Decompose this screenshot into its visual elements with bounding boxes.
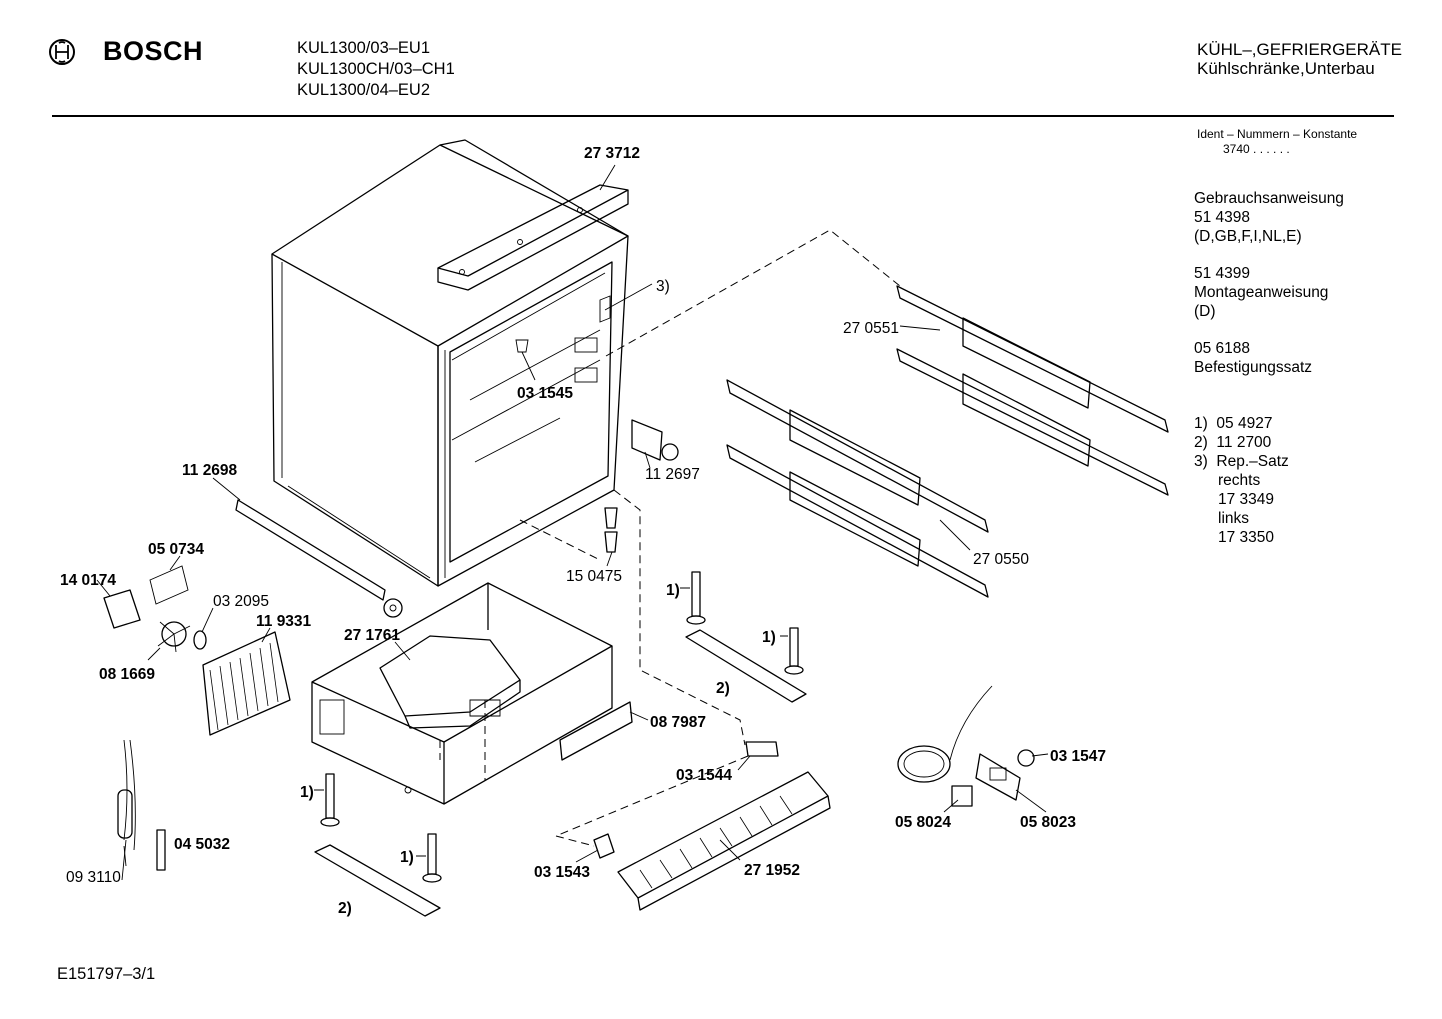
note-reference-label: 2) bbox=[716, 680, 730, 697]
mounting-languages: (D) bbox=[1194, 303, 1216, 320]
part-number-label: 14 0174 bbox=[60, 572, 116, 589]
part-number-label: 27 0551 bbox=[843, 320, 899, 337]
part-number-label: 27 3712 bbox=[584, 145, 640, 162]
part-number-label: 03 1547 bbox=[1050, 748, 1106, 765]
ident-value: 3740 . . . . . . bbox=[1223, 142, 1290, 156]
foot-screws-right bbox=[685, 571, 807, 703]
mounting-number: 51 4399 bbox=[1194, 265, 1251, 282]
note-row: 2) 11 2700 bbox=[1194, 433, 1289, 452]
part-number-label: 27 1952 bbox=[744, 862, 800, 879]
note-value: 05 4927 bbox=[1216, 415, 1273, 432]
note-reference-label: 2) bbox=[338, 900, 352, 917]
rep-set-side: links bbox=[1218, 510, 1250, 527]
header-divider bbox=[52, 115, 1394, 117]
plinth-grille bbox=[593, 741, 831, 911]
ident-label: Ident – Nummern – Konstante bbox=[1197, 127, 1358, 141]
note-key: 1) bbox=[1194, 415, 1208, 432]
mounting-block: 51 4399 Montageanweisung (D) bbox=[1194, 264, 1328, 321]
category-subtitle: Kühlschränke,Unterbau bbox=[1197, 59, 1375, 78]
crisper-tray bbox=[379, 635, 521, 729]
thermostat-sensor bbox=[117, 739, 166, 881]
part-number-label: 11 9331 bbox=[256, 613, 312, 630]
model-number: KUL1300/04–EU2 bbox=[297, 81, 431, 99]
notes-block: 1) 05 4927 2) 11 2700 3) Rep.–Satz recht… bbox=[1194, 414, 1289, 547]
manual-block: Gebrauchsanweisung 51 4398 (D,GB,F,I,NL,… bbox=[1194, 189, 1344, 246]
note-reference-label: 1) bbox=[300, 784, 314, 801]
category-block: KÜHL–,GEFRIERGERÄTE Kühlschränke,Unterba… bbox=[1197, 40, 1402, 78]
part-number-label: 11 2698 bbox=[182, 462, 238, 479]
part-number-label: 08 7987 bbox=[650, 714, 706, 731]
part-number-label: 05 0734 bbox=[148, 541, 204, 558]
note-key: 3) bbox=[1194, 453, 1208, 470]
fixing-number: 05 6188 bbox=[1194, 340, 1251, 357]
rep-set-number: 17 3350 bbox=[1218, 529, 1275, 546]
door-rails bbox=[726, 285, 1169, 598]
note-row: 1) 05 4927 bbox=[1194, 414, 1289, 433]
manual-number: 51 4398 bbox=[1194, 209, 1251, 226]
note-reference-label: 1) bbox=[666, 582, 680, 599]
part-number-label: 27 1761 bbox=[344, 627, 400, 644]
part-number-label: 03 1544 bbox=[676, 767, 732, 784]
top-bracket bbox=[437, 184, 629, 291]
rep-set-number: 17 3349 bbox=[1218, 491, 1275, 508]
bosch-logo-icon bbox=[49, 39, 75, 65]
note-row: 3) Rep.–Satz bbox=[1194, 452, 1289, 471]
feet-pins bbox=[604, 507, 618, 553]
condenser-coil bbox=[202, 631, 291, 736]
note-value: Rep.–Satz bbox=[1216, 453, 1289, 470]
part-number-label: 04 5032 bbox=[174, 836, 230, 853]
part-number-label: 03 2095 bbox=[213, 593, 269, 610]
fan-motor bbox=[103, 565, 207, 653]
part-number-label: 27 0550 bbox=[973, 551, 1029, 568]
drawer-unit bbox=[311, 582, 633, 805]
note-key: 2) bbox=[1194, 434, 1208, 451]
hinge-right bbox=[631, 419, 679, 461]
model-number: KUL1300CH/03–CH1 bbox=[297, 60, 455, 78]
note-reference-label: 3) bbox=[656, 278, 670, 295]
part-number-label: 03 1545 bbox=[517, 385, 573, 402]
manual-title: Gebrauchsanweisung bbox=[1194, 190, 1344, 207]
base-strip bbox=[235, 499, 403, 618]
manual-languages: (D,GB,F,I,NL,E) bbox=[1194, 228, 1302, 245]
fixing-title: Befestigungssatz bbox=[1194, 359, 1313, 376]
foot-screws-left bbox=[314, 773, 442, 917]
part-number-label: 05 8024 bbox=[895, 814, 951, 831]
mounting-title: Montageanweisung bbox=[1194, 284, 1329, 301]
part-number-label: 09 3110 bbox=[66, 869, 121, 886]
cabinet-body bbox=[271, 139, 629, 587]
leader-lines bbox=[96, 164, 1049, 867]
model-number: KUL1300/03–EU1 bbox=[297, 39, 431, 57]
thermostat-assembly bbox=[897, 685, 1035, 807]
rep-set-side: rechts bbox=[1218, 472, 1261, 489]
part-number-label: 03 1543 bbox=[534, 864, 590, 881]
drawing-code: E151797–3/1 bbox=[57, 965, 156, 983]
model-list: KUL1300/03–EU1 KUL1300CH/03–CH1 KUL1300/… bbox=[297, 38, 455, 101]
note-value: 11 2700 bbox=[1216, 434, 1272, 451]
assembly-guide-lines bbox=[439, 229, 901, 847]
fixing-block: 05 6188 Befestigungssatz bbox=[1194, 339, 1312, 377]
note-reference-label: 1) bbox=[762, 629, 776, 646]
category-title: KÜHL–,GEFRIERGERÄTE bbox=[1197, 40, 1402, 59]
brand-name: BOSCH bbox=[103, 36, 204, 66]
part-number-label: 05 8023 bbox=[1020, 814, 1076, 831]
ident-block: Ident – Nummern – Konstante 3740 . . . .… bbox=[1197, 127, 1357, 157]
part-labels: 27 3712 3) 27 0551 03 1545 11 2698 11 26… bbox=[60, 145, 1106, 917]
note-reference-label: 1) bbox=[400, 849, 414, 866]
part-number-label: 11 2697 bbox=[645, 466, 700, 483]
part-number-label: 15 0475 bbox=[566, 568, 622, 585]
part-number-label: 08 1669 bbox=[99, 666, 155, 683]
